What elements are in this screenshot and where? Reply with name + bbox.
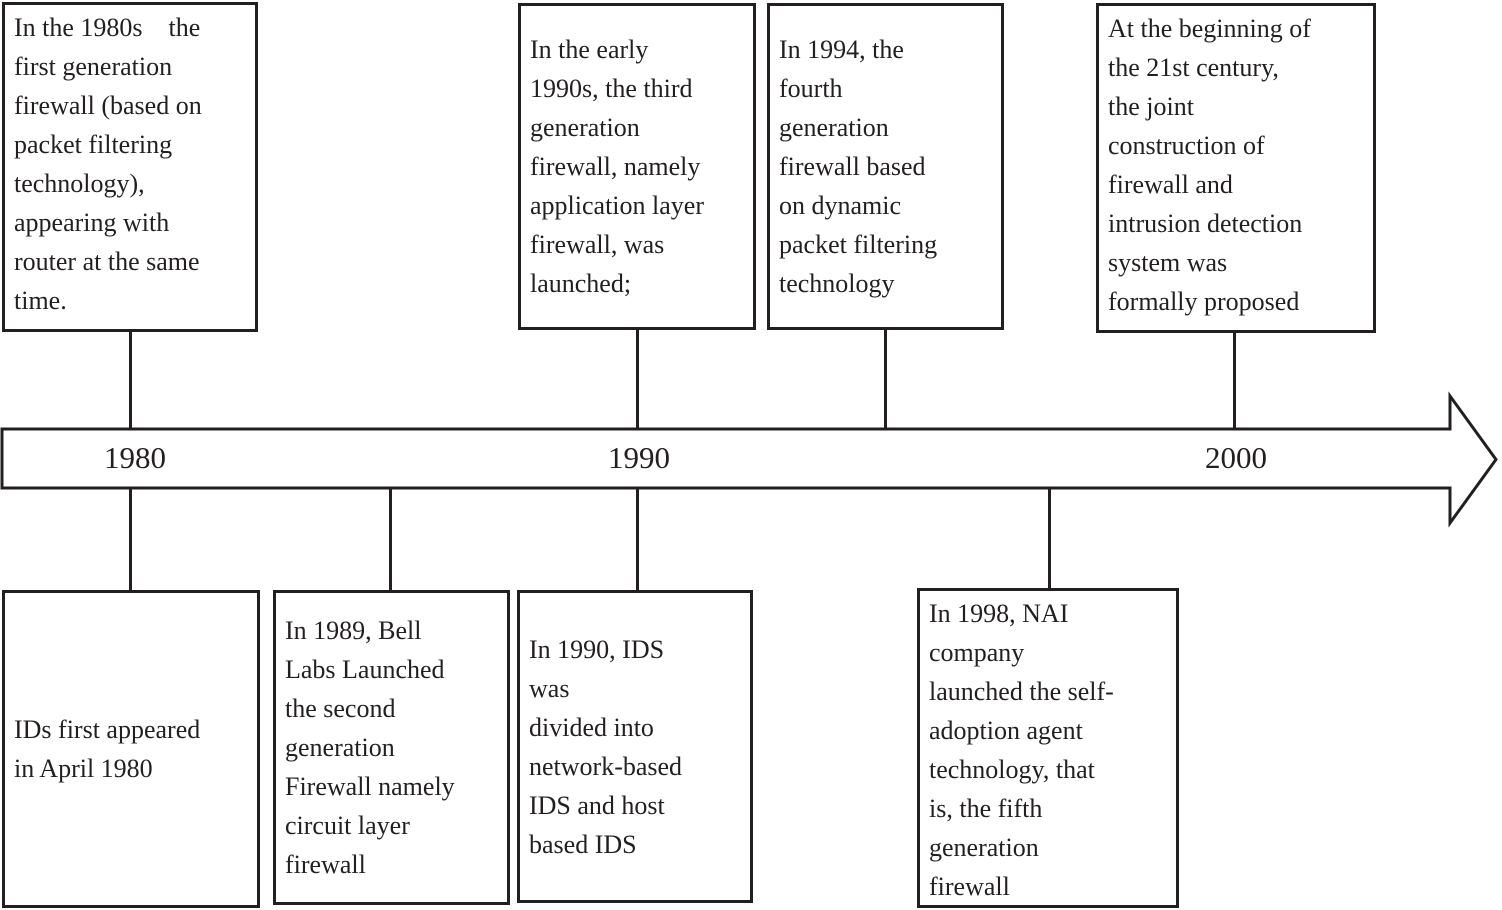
event-text-first-gen-firewall: In the 1980s the first generation firewa…	[14, 13, 202, 315]
event-text-ids-first-appeared: IDs first appeared in April 1980	[14, 715, 201, 783]
event-box-second-gen-firewall: In 1989, Bell Labs Launched the second g…	[273, 590, 510, 905]
event-text-third-gen-firewall: In the early 1990s, the third generation…	[530, 35, 704, 298]
timeline-year-1990: 1990	[608, 440, 670, 475]
timeline-year-2000: 2000	[1205, 440, 1267, 475]
connector-line-top-2	[636, 329, 639, 429]
event-text-firewall-ids-joint-construction: At the beginning of the 21st century, th…	[1108, 14, 1311, 316]
event-box-firewall-ids-joint-construction: At the beginning of the 21st century, th…	[1096, 3, 1376, 333]
event-box-third-gen-firewall: In the early 1990s, the third generation…	[518, 3, 756, 330]
connector-line-top-4	[1233, 332, 1236, 429]
event-text-second-gen-firewall: In 1989, Bell Labs Launched the second g…	[285, 616, 455, 879]
connector-line-top-3	[884, 329, 887, 429]
event-text-fifth-gen-firewall: In 1998, NAI company launched the self- …	[929, 599, 1114, 901]
connector-line-bottom-3	[636, 488, 639, 591]
timeline-year-1980: 1980	[104, 440, 166, 475]
event-box-first-gen-firewall: In the 1980s the first generation firewa…	[2, 2, 258, 332]
event-text-ids-divided: In 1990, IDS was divided into network-ba…	[529, 634, 683, 859]
event-box-fourth-gen-firewall: In 1994, the fourth generation firewall …	[767, 3, 1004, 330]
event-box-fifth-gen-firewall: In 1998, NAI company launched the self- …	[917, 588, 1179, 908]
connector-line-bottom-2	[389, 488, 392, 591]
event-box-ids-divided: In 1990, IDS was divided into network-ba…	[517, 590, 753, 903]
event-text-fourth-gen-firewall: In 1994, the fourth generation firewall …	[779, 35, 938, 298]
connector-line-bottom-1	[129, 488, 132, 591]
connector-line-top-1	[129, 331, 132, 429]
event-box-ids-first-appeared: IDs first appeared in April 1980	[2, 590, 260, 908]
timeline-arrow-shape	[0, 391, 1498, 528]
connector-line-bottom-4	[1048, 488, 1051, 589]
